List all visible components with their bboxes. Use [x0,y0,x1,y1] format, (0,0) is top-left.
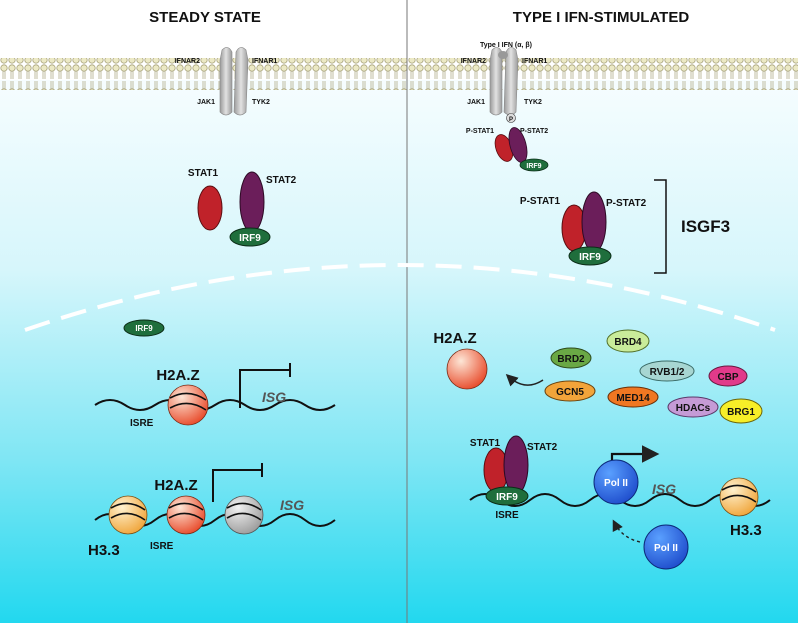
ifn-ligand-label: Type I IFN (α, β) [480,42,532,49]
stat1-label: STAT1 [188,168,219,179]
hdacs-label: HDACs [676,403,711,414]
ifnar1-label: IFNAR1 [252,58,277,65]
nuclear-irf9-protein [123,319,165,337]
isre-label-top: ISRE [130,418,154,429]
isgf3-bracket [654,179,667,274]
irf9-protein-dna [485,486,529,506]
isg-label-bottom: ISG [280,497,304,513]
grey-nucleosome [224,495,264,535]
tss-blocked-top [239,369,290,408]
pol2-on-dna [593,459,639,505]
isre-label-bottom: ISRE [150,541,174,552]
transcription-arrow [610,445,660,463]
h33-label-right: H3.3 [730,522,762,539]
brd4-label: BRD4 [614,337,642,348]
ifnar2-label: IFNAR2 [175,58,200,65]
tyk2-label-right: TYK2 [524,99,542,106]
rvb-label: RVB1/2 [650,367,685,378]
irf9-label-dna: IRF9 [496,492,518,503]
med14-factor [607,386,659,408]
right-panel-title: TYPE I IFN-STIMULATED [513,9,690,26]
stat2-label-dna: STAT2 [527,442,558,453]
hdacs-factor [667,396,719,418]
ifnar-receptor-right [489,47,519,116]
tss-blocked-bottom [212,469,262,502]
stat2-protein-dna [503,435,529,495]
stat1-label-dna: STAT1 [470,438,501,449]
brd4-factor [606,329,650,353]
h33-nucleosome-left [108,495,148,535]
pol2-recruitment-arrow [612,519,641,543]
isg-label-right: ISG [652,481,676,497]
isre-label-right: ISRE [495,510,519,521]
ifnar1-label-right: IFNAR1 [522,58,547,65]
cell-membrane [0,58,798,90]
cbp-factor [708,365,748,387]
h2az-label-right: H2A.Z [433,330,476,347]
med14-label: MED14 [616,393,650,404]
jak1-label-right: JAK1 [467,99,485,106]
irf9-protein-right [568,246,612,266]
h2az-nucleosome-bottom [166,495,206,535]
pstat2-mem-label: P-STAT2 [520,128,548,135]
h33-nucleosome-right [719,477,759,517]
h2az-label-bottom: H2A.Z [154,477,197,494]
tyk2-label: TYK2 [252,99,270,106]
pstat1-label: P-STAT1 [520,196,561,207]
phospho-label: P [509,117,513,123]
gcn5-factor [544,380,596,402]
irf9-label: IRF9 [239,233,261,244]
rvb-factor [639,360,695,382]
brd2-label: BRD2 [557,354,585,365]
cbp-label: CBP [717,372,738,383]
irf9-label-right: IRF9 [579,252,601,263]
brd2-factor [550,347,592,369]
pstat2-protein [581,191,607,253]
pol2-free-label: Pol II [654,543,678,554]
ifnar2-label-right: IFNAR2 [461,58,486,65]
h2az-nucleosome-top [167,384,209,426]
pstat1-mem-label: P-STAT1 [466,128,494,135]
gcn5-label: GCN5 [556,387,584,398]
jak1-label: JAK1 [197,99,215,106]
pol2-on-dna-label: Pol II [604,478,628,489]
stat2-protein [239,171,265,233]
h33-label-left: H3.3 [88,542,120,559]
cofactors: BRD2 BRD4 RVB1/2 CBP GCN5 MED14 HDACs BR… [544,329,763,424]
brg1-factor [719,398,763,424]
h2az-nucleosome-evicted [446,348,488,390]
irf9-mem-label: IRF9 [526,163,541,170]
nuclear-irf9-label: IRF9 [135,324,153,333]
brg1-label: BRG1 [727,407,755,418]
phospho-marker [506,113,516,123]
ifnar-receptor-left [219,47,249,116]
isg-label-top: ISG [262,389,286,405]
h2az-label-top: H2A.Z [156,367,199,384]
left-panel-title: STEADY STATE [149,9,261,26]
stat2-label: STAT2 [266,175,297,186]
irf9-mem-protein [519,158,549,172]
irf9-protein [229,227,271,247]
nuclear-envelope [24,263,776,332]
dna-strand-top-left [94,399,336,411]
pol2-free [643,524,689,570]
isgf3-label: ISGF3 [681,217,730,236]
pstat2-label: P-STAT2 [606,198,647,209]
stat1-protein [197,185,223,231]
eviction-arrow [505,373,544,387]
